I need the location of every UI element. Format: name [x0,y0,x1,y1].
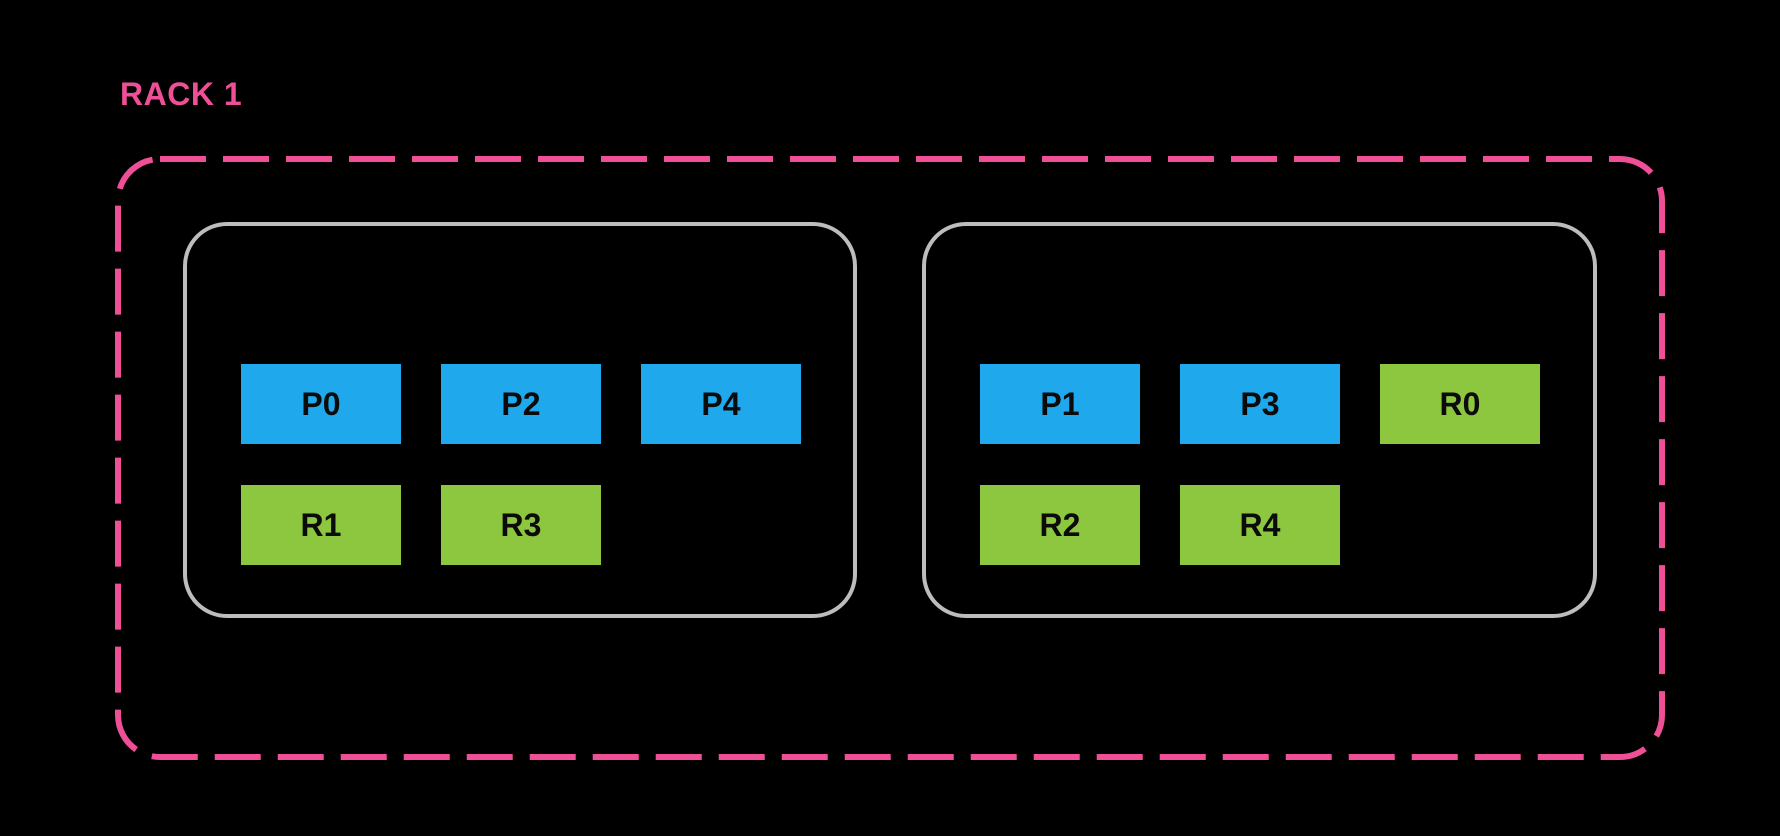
block-r3-label: R3 [500,506,542,543]
host-board-right: P1 P3 R0 R2 R4 [922,222,1597,618]
rack-dashed-border [115,156,1665,760]
block-p1: P1 [980,364,1140,444]
block-r2: R2 [980,485,1140,565]
block-p4: P4 [641,364,801,444]
block-r1: R1 [241,485,401,565]
board-left-row-1: P0 P2 P4 [241,364,853,444]
block-p0: P0 [241,364,401,444]
block-p4-label: P4 [701,385,741,422]
block-r3: R3 [441,485,601,565]
block-p3-label: P3 [1240,385,1280,422]
block-p1-label: P1 [1040,385,1080,422]
block-r4: R4 [1180,485,1340,565]
block-p2-label: P2 [501,385,541,422]
block-p3: P3 [1180,364,1340,444]
block-r2-label: R2 [1039,506,1081,543]
rack-title: RACK 1 [120,76,243,112]
block-p0-label: P0 [301,385,341,422]
block-r4-label: R4 [1239,506,1281,543]
block-r0: R0 [1380,364,1540,444]
board-right-row-2: R2 R4 [980,485,1593,565]
host-board-left: P0 P2 P4 R1 R3 [183,222,857,618]
board-right-row-1: P1 P3 R0 [980,364,1593,444]
block-r0-label: R0 [1439,385,1481,422]
board-left-row-2: R1 R3 [241,485,853,565]
block-p2: P2 [441,364,601,444]
block-r1-label: R1 [300,506,342,543]
